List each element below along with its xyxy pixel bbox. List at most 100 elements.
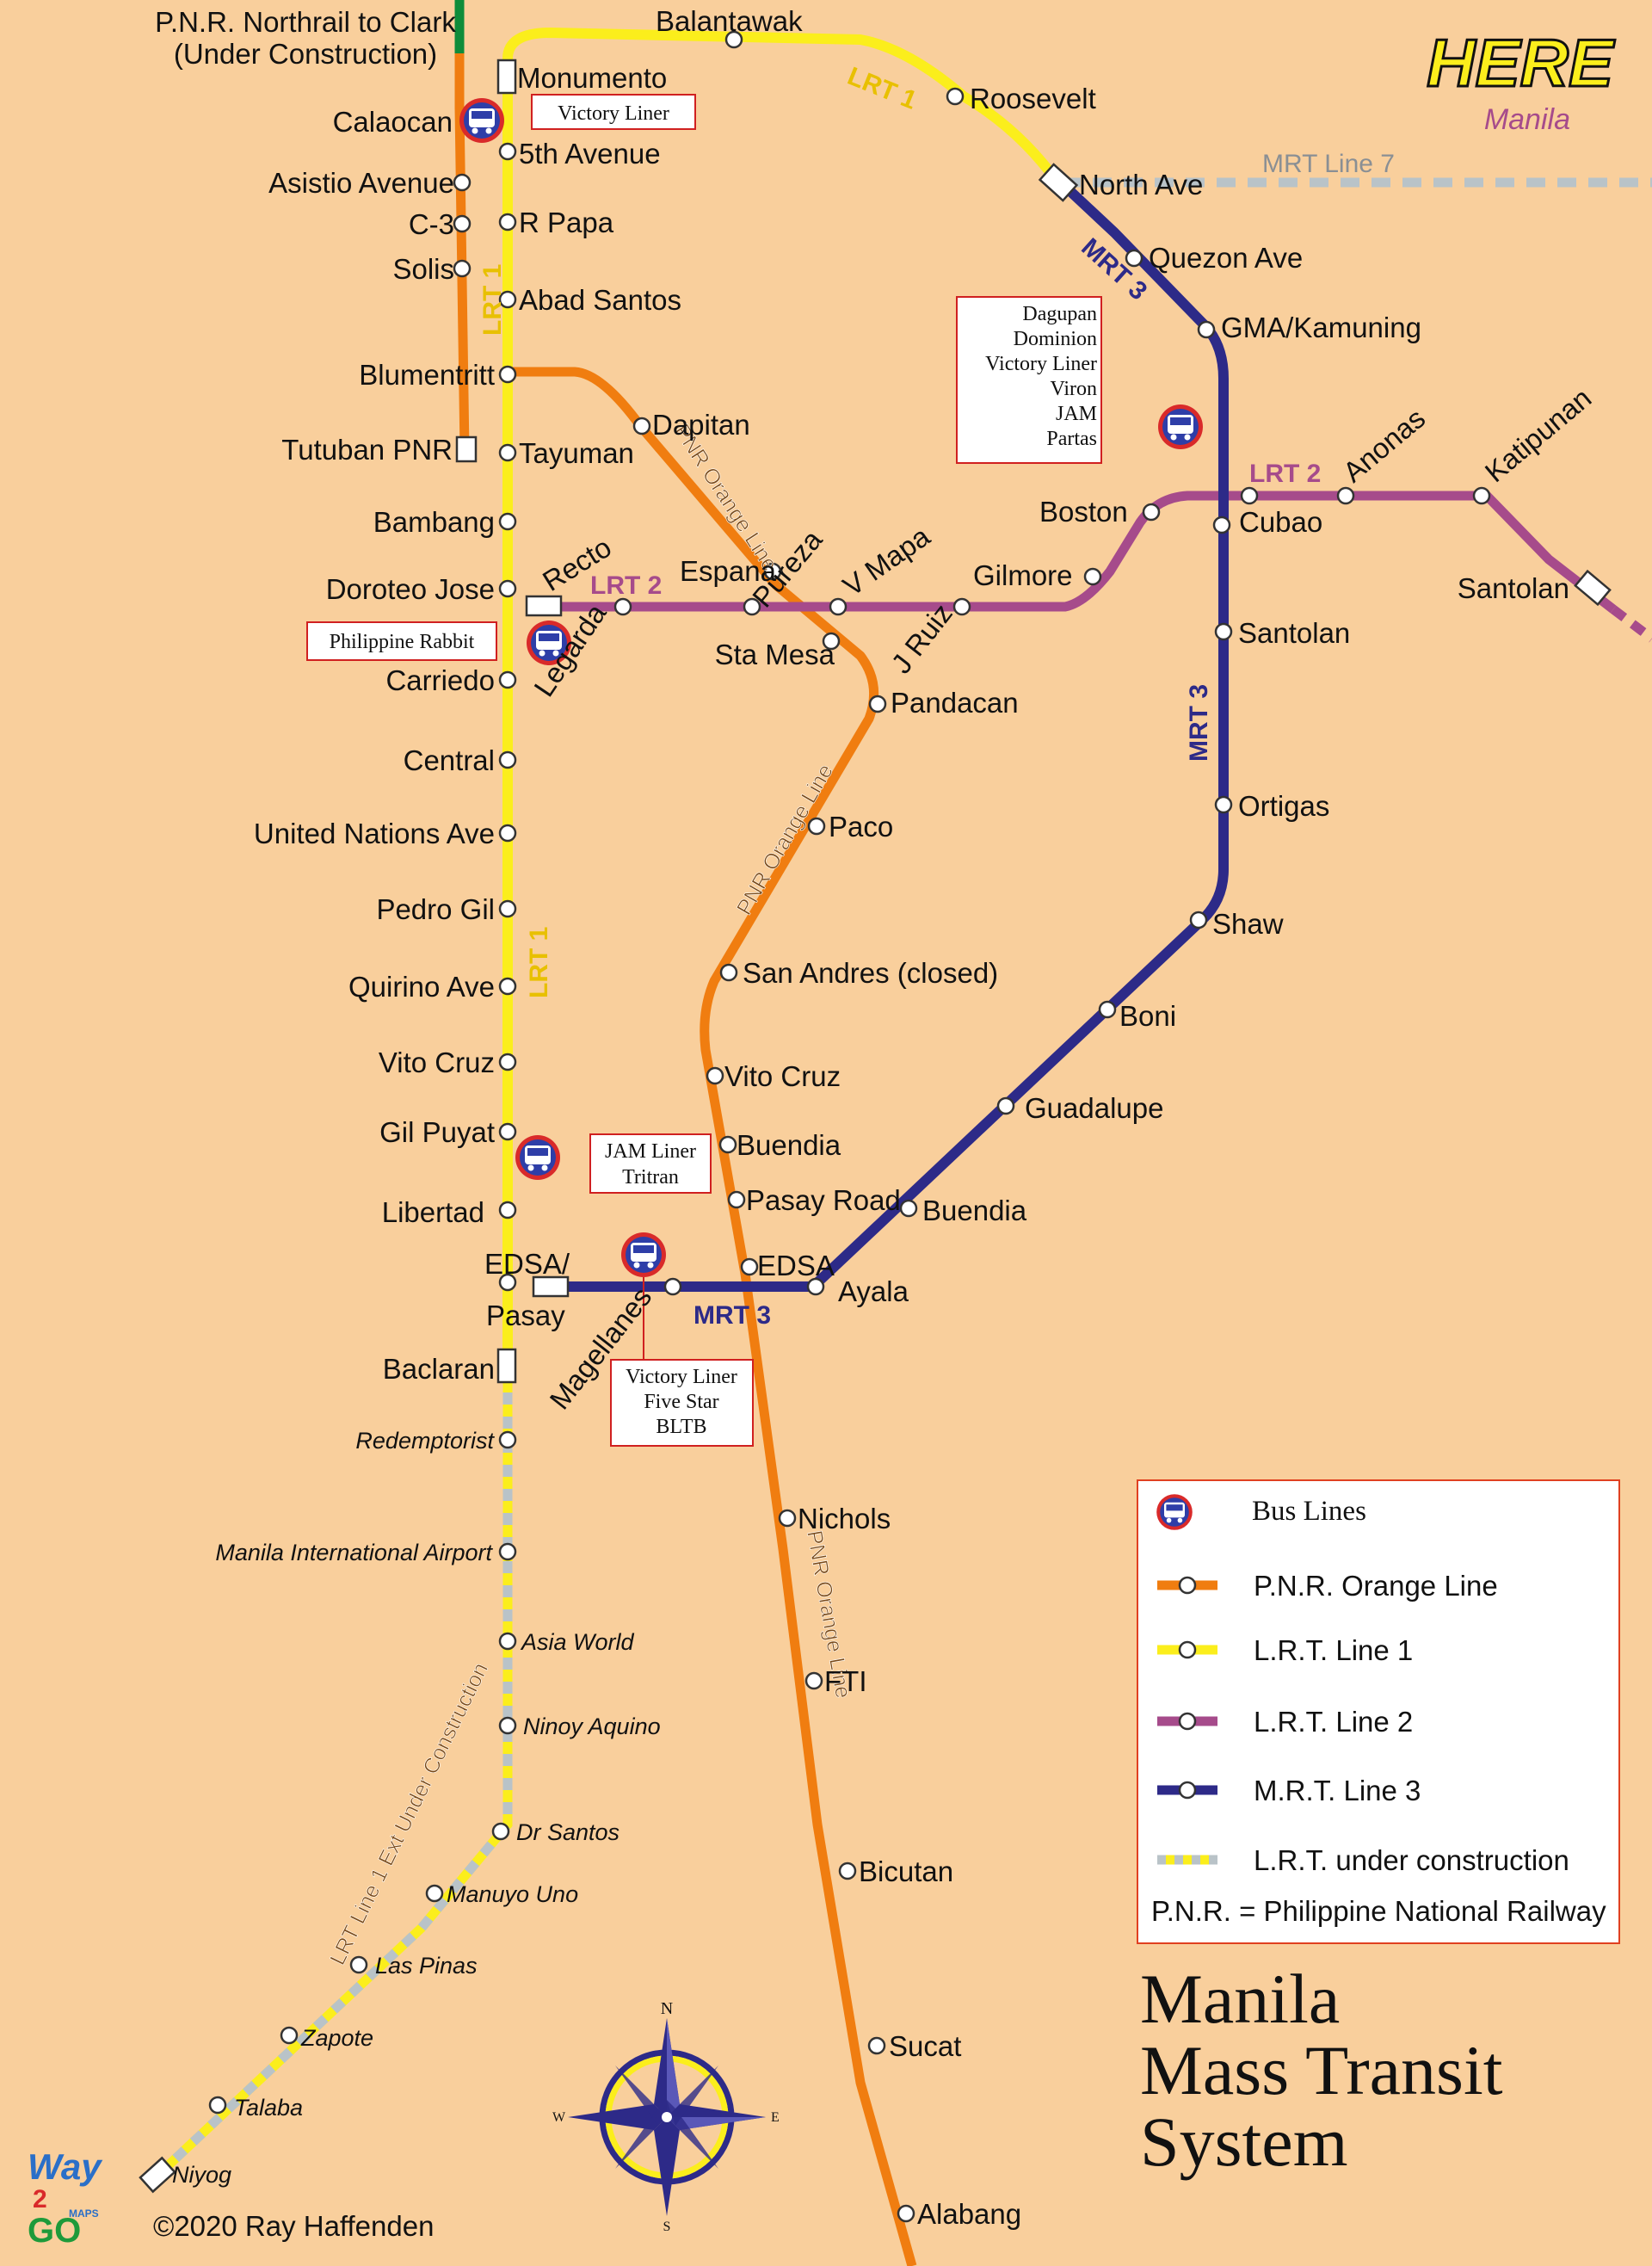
- station-nichols: Nichols: [798, 1503, 891, 1534]
- station-united-nations-ave: United Nations Ave: [254, 818, 495, 849]
- legend-lrt2-label: L.R.T. Line 2: [1254, 1706, 1413, 1738]
- mrt3-label-south: MRT 3: [693, 1301, 771, 1330]
- station-ayala: Ayala: [838, 1275, 909, 1307]
- lrt2-label-east: LRT 2: [1249, 460, 1321, 488]
- lrt2-ext-dashes: [1610, 605, 1652, 643]
- compass-e: E: [771, 2110, 780, 2125]
- station-pasay: Pasay: [486, 1300, 565, 1331]
- station-tayuman: Tayuman: [519, 437, 634, 469]
- legend: Bus Lines P.N.R. Orange Line L.R.T. Line…: [1137, 1479, 1620, 1944]
- station-sucat: Sucat: [889, 2030, 961, 2062]
- way2go-logo-top: Way: [28, 2146, 103, 2187]
- pnr-orange-north-branch: [454, 53, 470, 453]
- compass-rose: N S E W: [552, 1999, 780, 2234]
- bus-box-monumento-line-1: Victory Liner: [558, 102, 669, 125]
- station-monumento: Monumento: [517, 62, 667, 94]
- station-gil-puyat: Gil Puyat: [379, 1116, 495, 1148]
- bus-box-cubao-line-2: Dominion: [1014, 328, 1097, 350]
- station-sta-mesa: Sta Mesa: [715, 639, 835, 670]
- way2go-logo-bottom: GO: [28, 2212, 81, 2250]
- lrt1-ext-label: LRT Line 1 Ext Under Construction: [325, 1659, 493, 1969]
- station-alabang: Alabang: [917, 2198, 1021, 2230]
- mrt3-label-north: MRT 3: [1076, 233, 1152, 306]
- title-line-3: System: [1140, 2102, 1347, 2181]
- pnr-label-1: PNR Orange Line: [669, 420, 782, 576]
- station-redemptorist: Redemptorist: [355, 1428, 495, 1454]
- station-central: Central: [404, 744, 495, 776]
- station-santolan-lrt2: Santolan: [1458, 572, 1569, 604]
- bus-box-cubao-line-1: Dagupan: [1022, 303, 1097, 325]
- station-edsa-pnr: EDSA: [757, 1250, 835, 1281]
- station-vito-cruz-pnr: Vito Cruz: [724, 1060, 841, 1092]
- lrt1-label-south: LRT 1: [525, 927, 553, 998]
- station-north-ave: North Ave: [1079, 169, 1203, 201]
- lrt2-line: [542, 491, 1617, 614]
- station-asia-world: Asia World: [520, 1629, 635, 1655]
- way2go-logo-sub: MAPS: [69, 2207, 99, 2220]
- station-anonas: Anonas: [1337, 402, 1432, 488]
- station-baclaran: Baclaran: [383, 1353, 495, 1385]
- station-abad-santos: Abad Santos: [519, 284, 681, 316]
- legend-construction-label: L.R.T. under construction: [1254, 1844, 1569, 1876]
- way2go-logo: Way 2 GO MAPS: [28, 2146, 103, 2250]
- bus-box-magellanes-line-1: Victory Liner: [626, 1366, 737, 1388]
- station-gma-kamuning: GMA/Kamuning: [1221, 312, 1421, 343]
- title-line-2: Mass Transit: [1140, 2031, 1503, 2109]
- station-quezon-ave: Quezon Ave: [1149, 242, 1303, 274]
- station-bicutan: Bicutan: [859, 1855, 953, 1887]
- station-boni: Boni: [1119, 1000, 1176, 1032]
- station-dapitan: Dapitan: [652, 409, 750, 441]
- way2go-logo-middle: 2: [33, 2185, 47, 2214]
- lrt1-line: [502, 27, 1063, 1368]
- legend-mrt3-label: M.R.T. Line 3: [1254, 1775, 1421, 1806]
- lrt1-label-top: LRT 1: [843, 62, 921, 115]
- bus-box-cubao-line-4: Viron: [1050, 378, 1097, 400]
- station-roosevelt: Roosevelt: [970, 83, 1096, 114]
- station-manuyo-uno: Manuyo Uno: [447, 1881, 578, 1907]
- bus-box-cubao-line-5: JAM: [1056, 403, 1097, 425]
- bus-box-cubao-line-3: Victory Liner: [985, 353, 1097, 375]
- here-logo: HERE Manila: [1426, 24, 1617, 137]
- bus-box-cubao-line-6: Partas: [1046, 428, 1097, 450]
- bus-icon-magellanes: [621, 1232, 666, 1277]
- station-solis: Solis: [392, 253, 454, 285]
- lrt1-ext-line: [143, 1368, 513, 2190]
- station-talaba: Talaba: [234, 2095, 303, 2121]
- bus-icon-monumento: [459, 98, 504, 143]
- station-manila-intl-airport: Manila International Airport: [215, 1540, 493, 1565]
- station-boston: Boston: [1039, 496, 1128, 528]
- station-paco: Paco: [829, 811, 893, 843]
- station-zapote: Zapote: [300, 2025, 373, 2051]
- station-santolan-mrt3: Santolan: [1238, 617, 1350, 649]
- station-c3: C-3: [409, 208, 454, 240]
- legend-note: P.N.R. = Philippine National Railway: [1151, 1895, 1606, 1927]
- pnr-north-label-2: (Under Construction): [174, 38, 437, 70]
- station-r-papa: R Papa: [519, 207, 614, 238]
- station-katipunan: Katipunan: [1479, 381, 1598, 488]
- bus-box-gil-puyat-line-2: Tritran: [622, 1166, 679, 1189]
- station-niyog: Niyog: [172, 2162, 231, 2188]
- station-tutuban-pnr: Tutuban PNR: [281, 434, 453, 466]
- station-pasay-road: Pasay Road: [746, 1184, 901, 1216]
- station-buendia-mrt3: Buendia: [922, 1195, 1027, 1226]
- station-shaw: Shaw: [1212, 908, 1284, 940]
- station-san-andres: San Andres (closed): [743, 957, 998, 989]
- bus-box-magellanes: Victory Liner Five Star BLTB: [610, 1277, 754, 1447]
- station-espana: Espana: [680, 555, 777, 587]
- station-carriedo: Carriedo: [385, 664, 495, 696]
- compass-w: W: [552, 2110, 566, 2125]
- station-5th-avenue: 5th Avenue: [519, 138, 661, 170]
- station-pedro-gil: Pedro Gil: [376, 893, 495, 925]
- mrt3-label-east: MRT 3: [1185, 684, 1213, 762]
- station-cubao: Cubao: [1239, 506, 1322, 538]
- bus-box-gil-puyat: JAM Liner Tritran: [589, 1133, 712, 1194]
- station-doroteo-jose: Doroteo Jose: [326, 573, 495, 605]
- bus-box-magellanes-line-3: BLTB: [656, 1416, 706, 1438]
- station-asistio-avenue: Asistio Avenue: [268, 167, 454, 199]
- station-v-mapa: V Mapa: [837, 520, 936, 602]
- legend-lrt1-label: L.R.T. Line 1: [1254, 1634, 1413, 1666]
- pnr-orange-line: [508, 367, 917, 2266]
- station-quirino-ave: Quirino Ave: [348, 971, 495, 1003]
- pnr-north-label-1: P.N.R. Northrail to Clark: [155, 6, 456, 38]
